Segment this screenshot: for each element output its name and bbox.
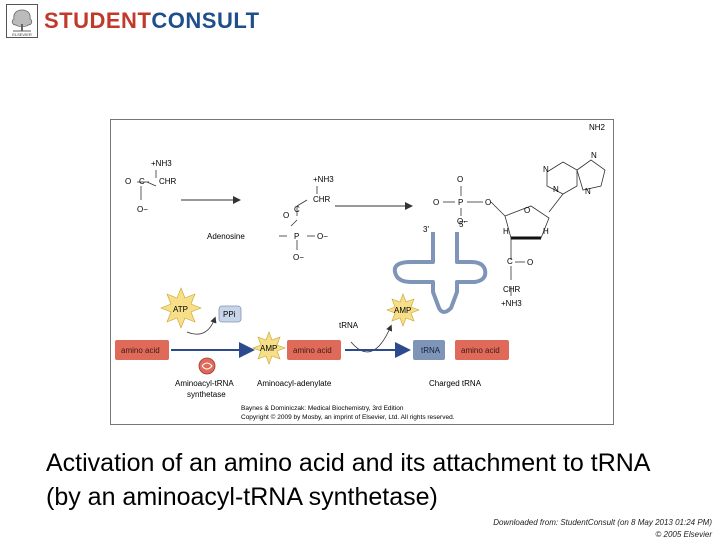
amp-label: AMP [260,344,277,353]
ppi-box [218,305,242,323]
trna-cloverleaf-icon [392,232,488,314]
chr-label: CHR [159,177,177,186]
adenylate-structure [279,186,318,250]
amino-acid-right-label: amino acid [461,346,500,355]
elsevier-tree-icon: ELSEVIER [6,4,38,38]
adenylate-o: O [283,211,289,220]
o-label: O [125,177,131,186]
atp-star-icon [160,287,202,329]
amino-acid-box-mid [287,340,341,360]
adenine-n2: N [543,165,549,174]
trna-arrow-label: tRNA [339,321,359,330]
trna-box-label: tRNA [421,346,441,355]
adenine-n1: N [553,185,559,194]
o-minus-label: O− [137,205,148,214]
amp-star-icon [252,331,286,365]
trna-box [413,340,445,360]
ppi-label: PPi [223,310,236,319]
copyright-notice: © 2005 Elsevier [655,530,712,539]
adenosine-label: Adenosine [207,232,245,241]
trna-o-left: O [433,198,439,207]
adenylate-nh3: +NH3 [313,175,334,184]
adenine-n3: N [591,151,597,160]
amino-acid-box-left [115,340,169,360]
amino-acid-structure [137,170,157,200]
atp-to-ppi-arrow [186,316,217,335]
amino-acid-box-right [455,340,509,360]
c-label: C [139,177,145,186]
logo-student-text: STUDENT [44,8,152,33]
atp-label: ATP [173,305,188,314]
amp-released-star-icon [386,293,420,327]
slide-caption: Activation of an amino acid and its atta… [46,449,650,511]
credit-line-2: Copyright © 2009 by Mosby, an imprint of… [241,413,455,421]
trna-o-minus: O− [457,217,468,226]
trna-o-c: O [527,258,533,267]
enzyme-icon [198,357,216,375]
adenylate-c: C [294,205,300,214]
elsevier-wordmark: ELSEVIER [12,32,32,37]
amino-acid-mid-label: amino acid [293,346,332,355]
diagram-figure: +NH3 CHR C O O− +NH3 CHR C O P O− O− Ade… [110,119,614,425]
adenylate-o-minus-2: O− [317,232,328,241]
adenylate-o-minus: O− [293,253,304,262]
amp-released-label: AMP [394,306,411,315]
adenylate-p: P [294,232,299,241]
trna-o-right: O [485,198,491,207]
trna-nh3: +NH3 [501,299,522,308]
adenylate-chr: CHR [313,195,331,204]
credit-line-1: Baynes & Dominiczak: Medical Biochemistr… [241,405,404,412]
trna-c: C [507,257,513,266]
trna-p: P [458,198,463,207]
enzyme-label-2: synthetase [187,390,226,399]
charged-trna-structure [443,159,606,296]
three-prime-label: 3' [423,225,429,234]
enzyme-label-1: Aminoacyl-tRNA [175,379,234,388]
student-consult-logo: ELSEVIER STUDENTCONSULT [6,4,260,38]
download-notice: Downloaded from: StudentConsult (on 8 Ma… [493,518,712,527]
adenylate-label: Aminoacyl-adenylate [257,379,332,388]
adenine-n4: N [585,187,591,196]
trna-o-top: O [457,175,463,184]
charged-trna-label: Charged tRNA [429,379,482,388]
five-prime-label: 5' [459,220,465,229]
amino-acid-left-label: amino acid [121,346,160,355]
enzyme-active-site [201,362,213,370]
nh3-label: +NH3 [151,159,172,168]
ribose-h2: H [543,227,549,236]
ribose-h1: H [503,227,509,236]
trna-chr: CHR [503,285,521,294]
nh2-label: NH2 [589,123,606,132]
logo-consult-text: CONSULT [151,8,260,33]
ribose-o: O [524,206,530,215]
